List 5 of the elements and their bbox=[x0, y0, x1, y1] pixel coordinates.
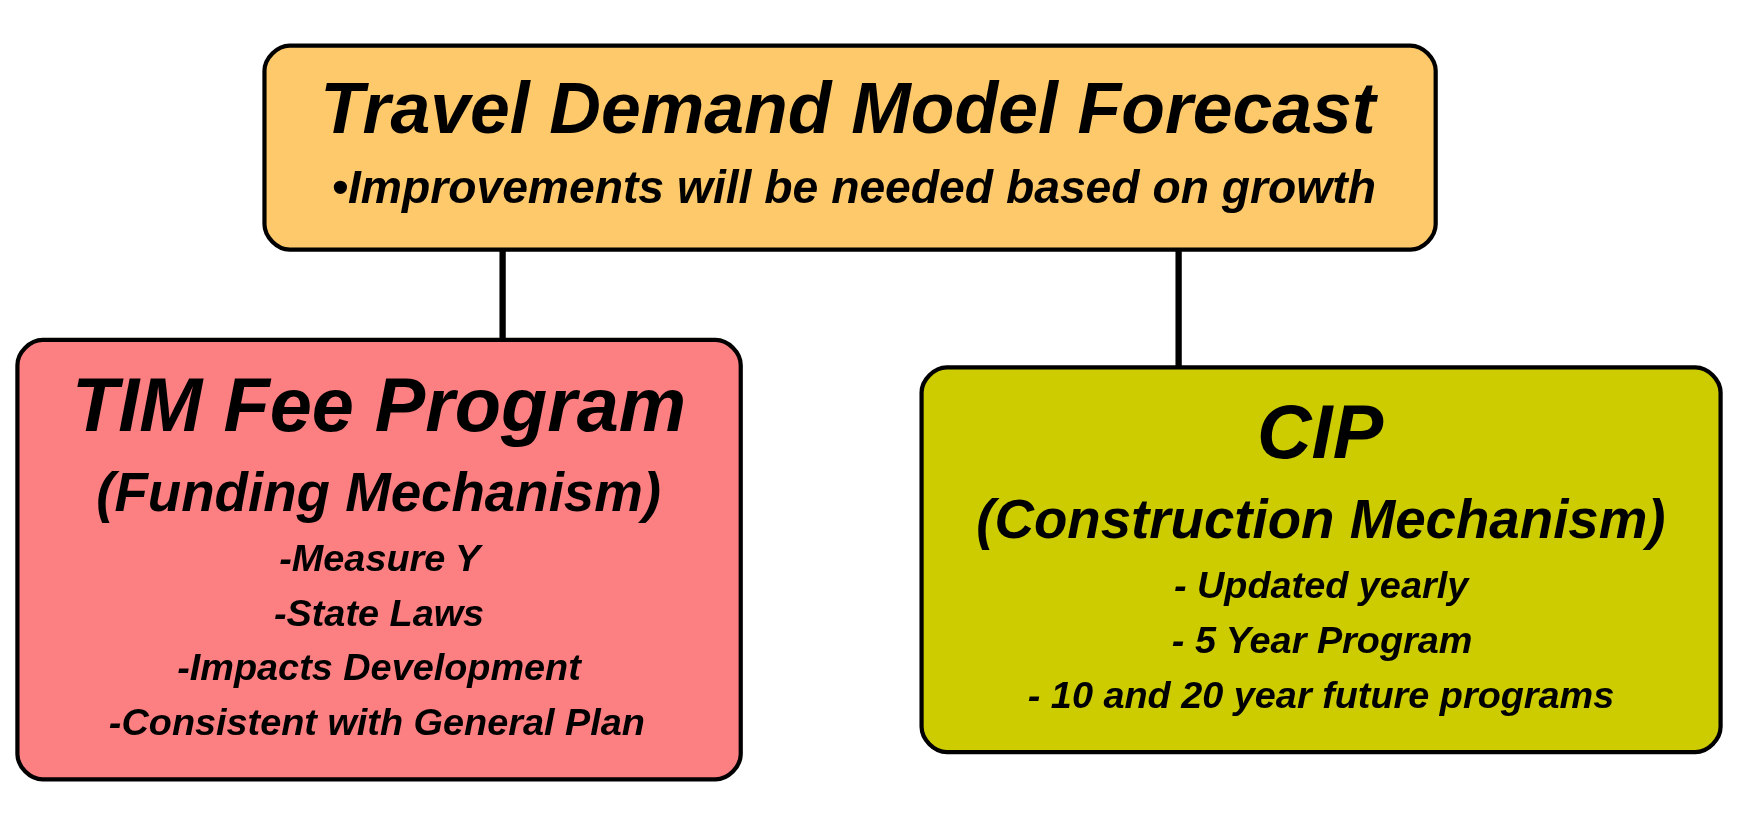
node-box: Travel Demand Model Forecast •Improvements will be needed based on growth bbox=[261, 43, 1438, 252]
connector bbox=[498, 249, 506, 340]
connector bbox=[1174, 249, 1182, 367]
node-box: TIM Fee Program (Funding Mechanism) -Measure Y -State Laws -Impacts Development -Consistent with General Plan bbox=[14, 337, 743, 782]
node-box: CIP (Construction Mechanism) - Updated yearly - 5 Year Program - 10 and 20 year future programs bbox=[918, 365, 1723, 755]
